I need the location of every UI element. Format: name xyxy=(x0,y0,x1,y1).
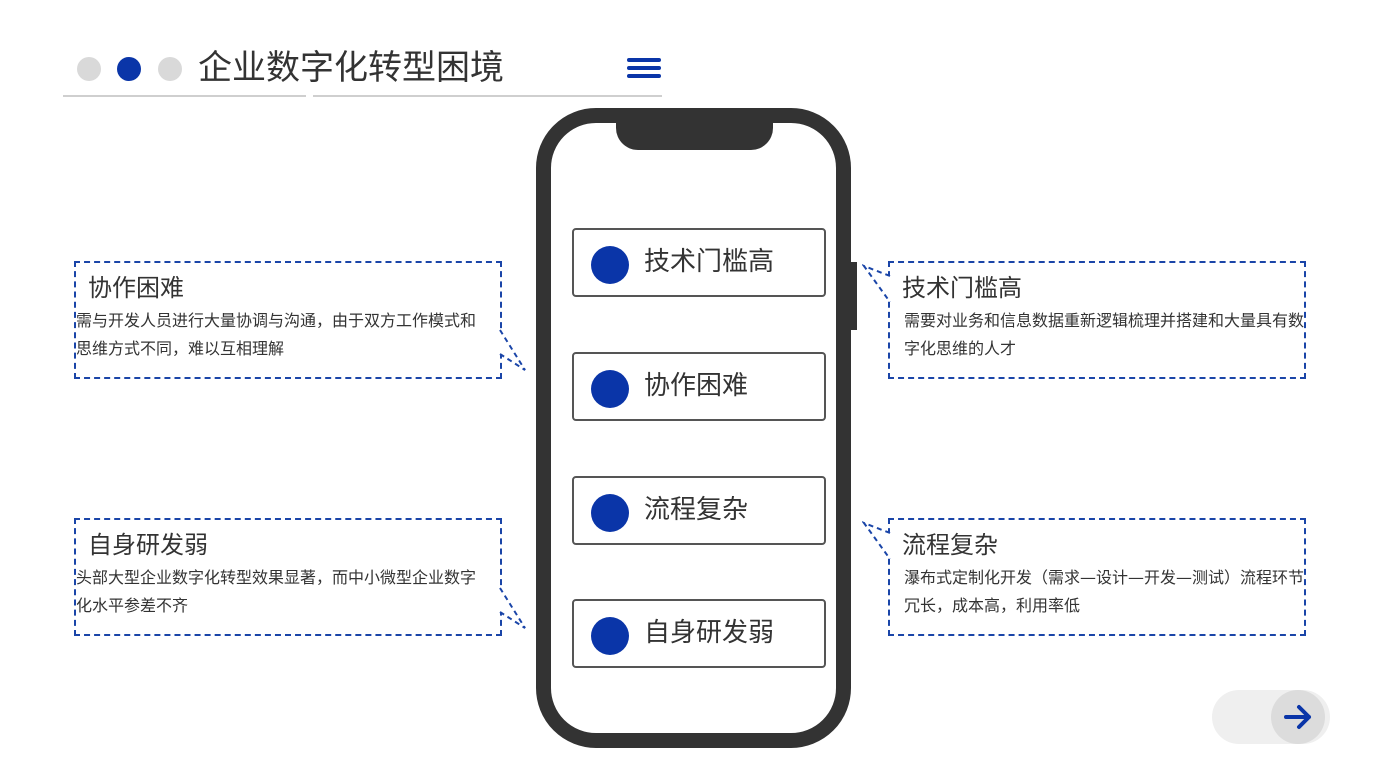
title-underline-right xyxy=(313,95,662,97)
menu-item-label: 流程复杂 xyxy=(644,495,749,525)
phone-notch xyxy=(616,108,773,150)
menu-item-collaboration[interactable]: 协作困难 xyxy=(572,352,826,421)
bullet-icon xyxy=(591,617,629,655)
callout-collaboration: 协作困难 需与开发人员进行大量协调与沟通，由于双方工作模式和思维方式不同，难以互… xyxy=(74,261,502,379)
callout-title: 流程复杂 xyxy=(902,531,998,559)
menu-item-tech-threshold[interactable]: 技术门槛高 xyxy=(572,228,826,297)
callout-body: 需要对业务和信息数据重新逻辑梳理并搭建和大量具有数字化思维的人才 xyxy=(904,311,1305,358)
bullet-icon xyxy=(591,246,629,284)
bullet-icon xyxy=(591,494,629,532)
callout-title: 技术门槛高 xyxy=(902,274,1022,302)
menu-item-label: 技术门槛高 xyxy=(644,247,775,277)
hamburger-menu-icon[interactable] xyxy=(627,56,663,82)
callout-title: 自身研发弱 xyxy=(88,531,208,559)
callout-process: 流程复杂 瀑布式定制化开发（需求—设计—开发—测试）流程环节冗长，成本高，利用率… xyxy=(888,518,1306,636)
callout-pointer xyxy=(499,587,526,629)
callout-title: 协作困难 xyxy=(88,274,184,302)
pagination-dot-2-active[interactable] xyxy=(117,57,141,81)
menu-item-process[interactable]: 流程复杂 xyxy=(572,476,826,545)
callout-tech-threshold: 技术门槛高 需要对业务和信息数据重新逻辑梳理并搭建和大量具有数字化思维的人才 xyxy=(888,261,1306,379)
callout-body: 头部大型企业数字化转型效果显著，而中小微型企业数字化水平参差不齐 xyxy=(76,568,477,615)
menu-item-rnd[interactable]: 自身研发弱 xyxy=(572,599,826,668)
phone-side-button xyxy=(849,262,857,330)
pagination-dot-1[interactable] xyxy=(77,57,101,81)
callout-pointer xyxy=(862,521,891,560)
callout-pointer xyxy=(862,264,891,303)
next-button[interactable] xyxy=(1271,690,1325,744)
page-title: 企业数字化转型困境 xyxy=(198,48,504,88)
title-underline-left xyxy=(63,95,306,97)
menu-item-label: 自身研发弱 xyxy=(644,618,775,648)
menu-item-label: 协作困难 xyxy=(644,371,749,401)
callout-body: 瀑布式定制化开发（需求—设计—开发—测试）流程环节冗长，成本高，利用率低 xyxy=(904,568,1305,615)
arrow-right-icon xyxy=(1284,705,1311,729)
callout-rnd: 自身研发弱 头部大型企业数字化转型效果显著，而中小微型企业数字化水平参差不齐 xyxy=(74,518,502,636)
pagination-dot-3[interactable] xyxy=(158,57,182,81)
callout-body: 需与开发人员进行大量协调与沟通，由于双方工作模式和思维方式不同，难以互相理解 xyxy=(76,311,477,358)
callout-pointer xyxy=(499,329,526,371)
bullet-icon xyxy=(591,370,629,408)
